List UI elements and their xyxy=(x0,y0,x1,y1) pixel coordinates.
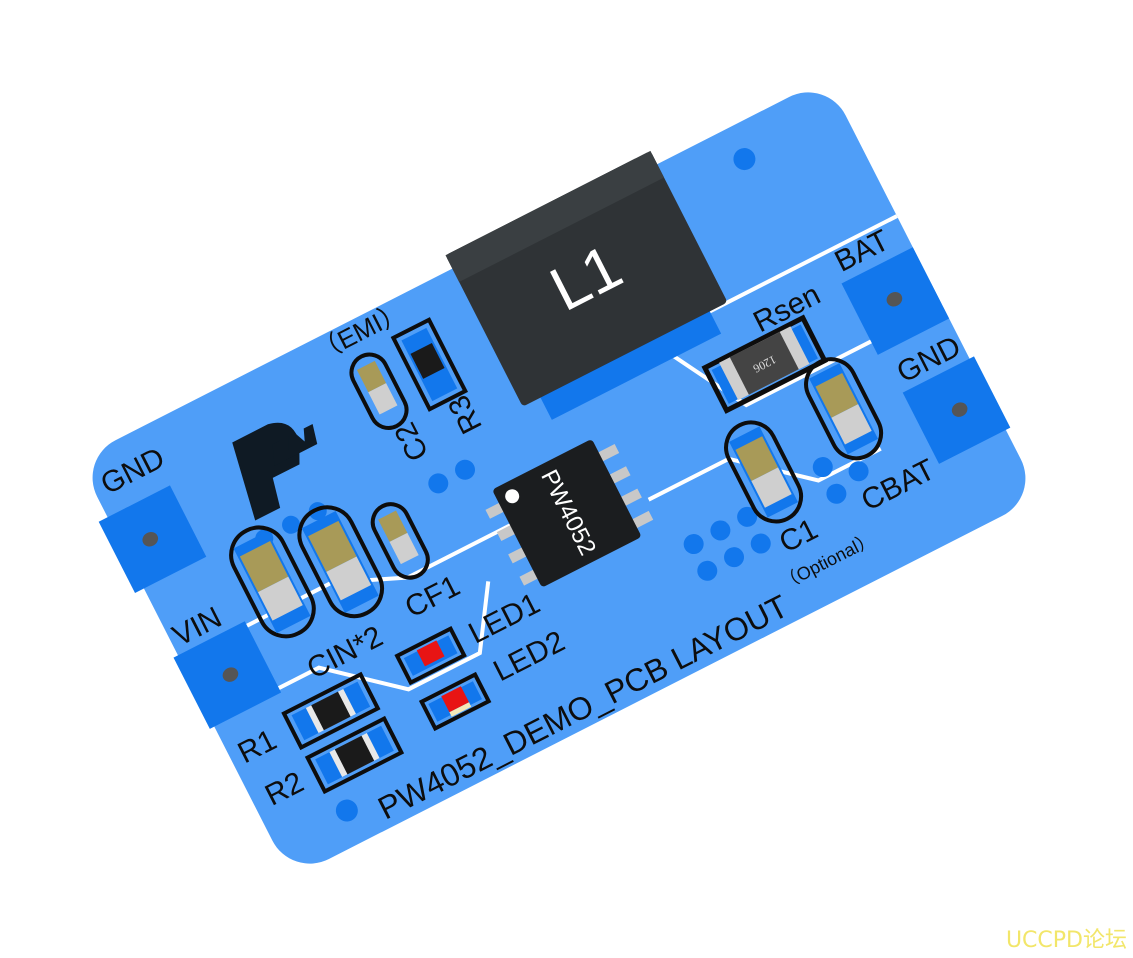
led2 xyxy=(418,671,492,732)
resistor-r3 xyxy=(390,317,469,412)
pw-logo xyxy=(232,422,318,521)
pad-bat xyxy=(841,247,950,355)
resistor-rsen: 1206 xyxy=(701,314,829,414)
resistor-r2 xyxy=(304,715,405,795)
capacitor-cf1 xyxy=(370,502,430,580)
capacitor-c2 xyxy=(349,352,409,430)
ic-pw4052: PW4052 xyxy=(485,440,654,587)
capacitor-cin-1 xyxy=(229,525,316,639)
vias xyxy=(255,148,869,822)
capacitor-cbat xyxy=(804,357,884,461)
watermark: UCCPD论坛 xyxy=(1005,928,1127,953)
pcb-board: L1 PW4052 1206 xyxy=(92,92,1026,864)
pad-gnd-right xyxy=(902,356,1011,464)
led1 xyxy=(394,625,467,686)
pad-vin xyxy=(173,621,282,729)
capacitor-cin-2 xyxy=(297,505,385,619)
pad-gnd-left xyxy=(98,485,207,594)
inductor-l1: L1 xyxy=(445,150,727,420)
capacitor-c1 xyxy=(724,420,804,524)
resistor-r1 xyxy=(281,671,381,751)
